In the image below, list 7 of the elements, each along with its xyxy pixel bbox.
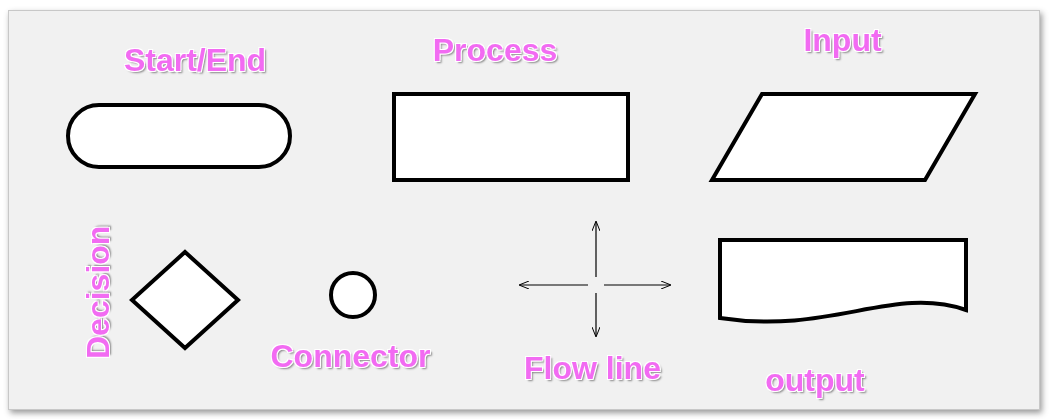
process-label: Process xyxy=(431,34,559,70)
start-end-label: Start/End xyxy=(122,44,268,80)
output-label: output xyxy=(764,364,866,400)
flow-line-label: Flow line xyxy=(523,352,662,388)
connector-label: Connector xyxy=(269,340,432,376)
input-label: Input xyxy=(802,24,883,60)
decision-label: Decision xyxy=(82,224,117,362)
